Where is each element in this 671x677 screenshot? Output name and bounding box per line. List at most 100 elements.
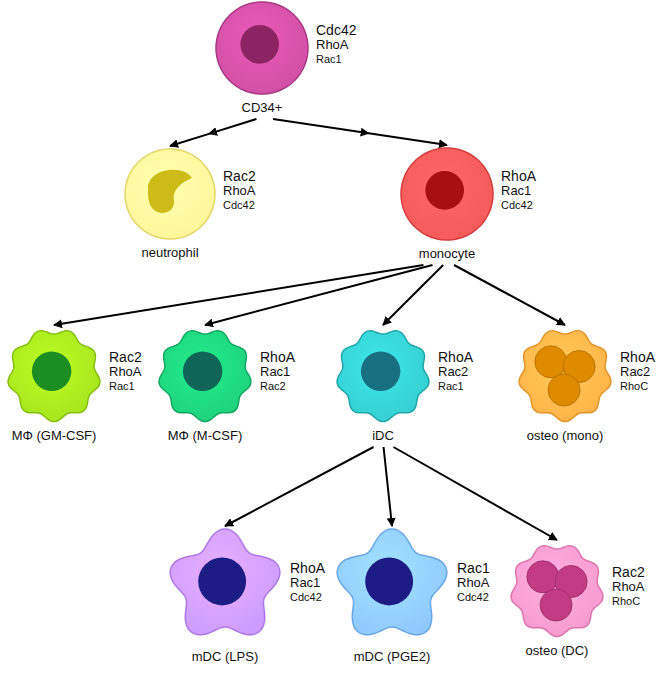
arrow-connector <box>205 265 432 325</box>
cell-label: iDC <box>296 428 470 443</box>
cell-nucleus <box>32 352 71 391</box>
gene-name: Cdc42 <box>501 199 536 212</box>
gene-list: RhoARac1Rac2 <box>260 349 295 393</box>
arrow-connector <box>393 447 557 540</box>
gene-list: RhoARac1Cdc42 <box>501 168 536 212</box>
cell-label: monocyte <box>361 246 533 261</box>
gene-name: Cdc42 <box>290 591 325 604</box>
cell-label: mDC (PGE2) <box>295 649 489 664</box>
gene-name: Cdc42 <box>316 22 356 38</box>
gene-name: Rac1 <box>501 184 536 199</box>
cell-node: RhoARac1Rac2MΦ (M-CSF) <box>158 328 252 443</box>
cell-node: RhoARac1Cdc42mDC (LPS) <box>168 529 282 664</box>
gene-name: Rac1 <box>260 365 295 380</box>
gene-list: Rac2RhoACdc42 <box>223 168 256 212</box>
cell-body <box>8 331 100 422</box>
arrow-connector <box>384 447 392 526</box>
cell-node: RhoARac2RhoCosteo (mono) <box>518 328 612 443</box>
gene-name: Rac1 <box>290 576 325 591</box>
cell-nucleus <box>425 171 464 210</box>
gene-name: Rac1 <box>109 380 142 393</box>
gene-name: RhoA <box>290 560 325 576</box>
cell-body <box>216 2 308 94</box>
cell-node: Cdc42RhoARac1CD34+ <box>216 2 308 115</box>
cell-body <box>511 546 603 637</box>
gene-name: Rac1 <box>457 560 490 576</box>
cell-shape <box>518 328 612 422</box>
arrow-connector <box>454 265 565 325</box>
gene-list: RhoARac2RhoC <box>620 349 655 393</box>
cell-node: RhoARac2Rac1iDC <box>336 328 430 443</box>
gene-name: RhoA <box>223 184 256 199</box>
cell-shape <box>7 328 101 422</box>
cell-shape <box>401 148 493 240</box>
gene-name: RhoA <box>438 349 473 365</box>
cell-nucleus <box>361 352 400 391</box>
gene-name: Cdc42 <box>457 591 490 604</box>
cell-label: CD34+ <box>176 100 348 115</box>
cell-shape <box>216 2 308 94</box>
cell-label: osteo (mono) <box>478 428 652 443</box>
cell-node: Rac1RhoACdc42mDC (PGE2) <box>335 529 449 664</box>
cell-body <box>125 149 215 239</box>
gene-name: Rac2 <box>620 365 655 380</box>
gene-list: Rac1RhoACdc42 <box>457 560 490 604</box>
gene-name: Rac2 <box>438 365 473 380</box>
cell-label: osteo (DC) <box>470 643 644 658</box>
arrow-connector <box>225 447 374 526</box>
arrow-connector <box>273 119 447 145</box>
arrow-connector <box>170 119 256 146</box>
cell-body <box>170 529 280 635</box>
gene-name: Rac1 <box>438 380 473 393</box>
gene-name: RhoC <box>612 595 645 608</box>
cell-shape <box>168 529 282 643</box>
gene-list: Cdc42RhoARac1 <box>316 22 356 66</box>
gene-name: Rac2 <box>109 349 142 365</box>
cell-nucleus <box>365 558 413 606</box>
gene-name: RhoA <box>316 38 356 53</box>
cell-body <box>159 331 251 422</box>
gene-name: RhoA <box>501 168 536 184</box>
gene-name: RhoA <box>612 580 645 595</box>
gene-name: RhoA <box>109 365 142 380</box>
cell-label: neutrophil <box>85 245 255 260</box>
cell-nucleus <box>183 352 222 391</box>
cell-shape <box>335 529 449 643</box>
gene-name: Cdc42 <box>223 199 256 212</box>
cell-body <box>519 331 611 422</box>
gene-list: RhoARac1Cdc42 <box>290 560 325 604</box>
cell-nucleus <box>540 589 572 621</box>
cell-node: Rac2RhoARhoCosteo (DC) <box>510 543 604 658</box>
arrow-connector <box>383 265 443 325</box>
cell-nucleus <box>198 558 246 606</box>
gene-name: RhoA <box>457 576 490 591</box>
cell-nucleus <box>535 346 567 378</box>
gene-name: Rac2 <box>612 564 645 580</box>
gene-name: RhoA <box>260 349 295 365</box>
cell-label: MΦ (M-CSF) <box>118 428 292 443</box>
cell-nucleus <box>148 170 192 213</box>
gene-name: Rac2 <box>260 380 295 393</box>
cell-shape <box>336 328 430 422</box>
cell-nucleus <box>240 25 279 64</box>
cell-body <box>337 331 429 422</box>
gene-list: Rac2RhoARac1 <box>109 349 142 393</box>
gene-list: RhoARac2Rac1 <box>438 349 473 393</box>
cell-shape <box>510 543 604 637</box>
cell-label: mDC (LPS) <box>128 649 322 664</box>
cell-nucleus <box>548 374 580 406</box>
gene-name: Rac1 <box>316 53 356 66</box>
cell-label: MΦ (GM-CSF) <box>0 428 141 443</box>
cell-node: Rac2RhoACdc42neutrophil <box>125 149 215 260</box>
gene-name: RhoC <box>620 380 655 393</box>
cell-body <box>337 529 447 635</box>
gene-name: Rac2 <box>223 168 256 184</box>
cell-body <box>401 148 493 240</box>
cell-node: RhoARac1Cdc42monocyte <box>401 148 493 261</box>
cell-shape <box>158 328 252 422</box>
gene-list: Rac2RhoARhoC <box>612 564 645 608</box>
gene-name: RhoA <box>620 349 655 365</box>
cell-node: Rac2RhoARac1MΦ (GM-CSF) <box>7 328 101 443</box>
cell-shape <box>125 149 215 239</box>
cell-nucleus <box>527 561 559 593</box>
